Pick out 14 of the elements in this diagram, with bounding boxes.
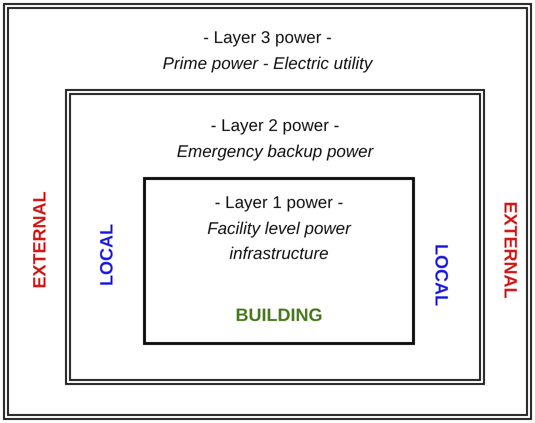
power-layer-box <box>65 89 485 385</box>
side-label: EXTERNAL <box>30 192 50 288</box>
side-label: LOCAL <box>430 244 452 306</box>
layer-description: Facility level power infrastructure <box>207 219 351 263</box>
side-label: LOCAL <box>96 224 118 286</box>
layer-description: Emergency backup power <box>176 142 374 161</box>
power-layer-box <box>3 3 532 420</box>
layer-heading: - Layer 1 power - <box>214 193 344 212</box>
building-label: BUILDING <box>236 305 322 325</box>
layer-heading: - Layer 2 power - <box>210 116 340 135</box>
layer-heading: - Layer 3 power - <box>203 28 332 47</box>
side-label: EXTERNAL <box>500 202 520 298</box>
layer-description: Prime power - Electric utility <box>162 54 372 73</box>
power-layer-box <box>143 177 415 345</box>
